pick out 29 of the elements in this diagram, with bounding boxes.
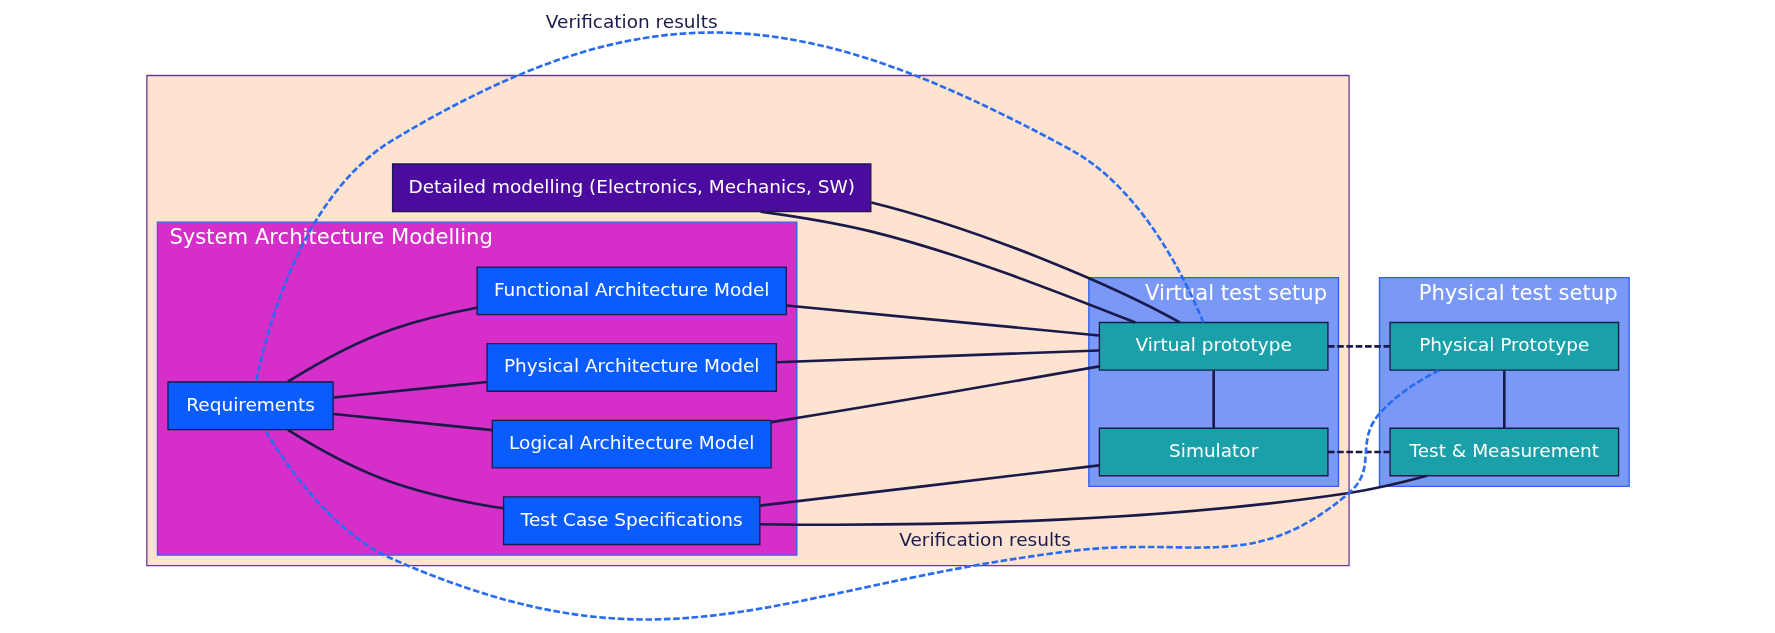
node-box: Virtual prototype	[1098, 321, 1329, 371]
node-box: Test Case Specifications	[502, 496, 760, 546]
connector	[759, 210, 1136, 324]
connector	[1211, 370, 1215, 429]
connector	[254, 31, 1205, 382]
connector	[286, 306, 477, 383]
node-box: Simulator	[1098, 427, 1329, 477]
connector	[870, 201, 1180, 324]
node-box: Test & Measurement	[1388, 427, 1619, 477]
node-box: Detailed modelling (Electronics, Mechanics, SW)	[391, 163, 871, 213]
connector	[332, 412, 492, 432]
connector	[1327, 450, 1390, 454]
node-box: Logical Architecture Model	[491, 419, 772, 469]
node-box: Requirements	[166, 381, 334, 431]
edge-label: Verification results	[545, 11, 718, 33]
connector	[286, 428, 503, 510]
connector	[759, 474, 1427, 527]
connector	[759, 464, 1099, 507]
node-box: Functional Architecture Model	[475, 266, 787, 316]
cluster	[145, 74, 1350, 567]
node-box: Physical Architecture Model	[485, 343, 777, 392]
connector	[1327, 345, 1390, 348]
connector	[263, 369, 1440, 621]
connector	[785, 304, 1099, 337]
connector	[776, 349, 1099, 364]
edge-label: Verification results	[898, 529, 1071, 551]
connector	[1502, 370, 1506, 429]
connector	[332, 380, 487, 399]
node-box: Physical Prototype	[1388, 321, 1619, 371]
